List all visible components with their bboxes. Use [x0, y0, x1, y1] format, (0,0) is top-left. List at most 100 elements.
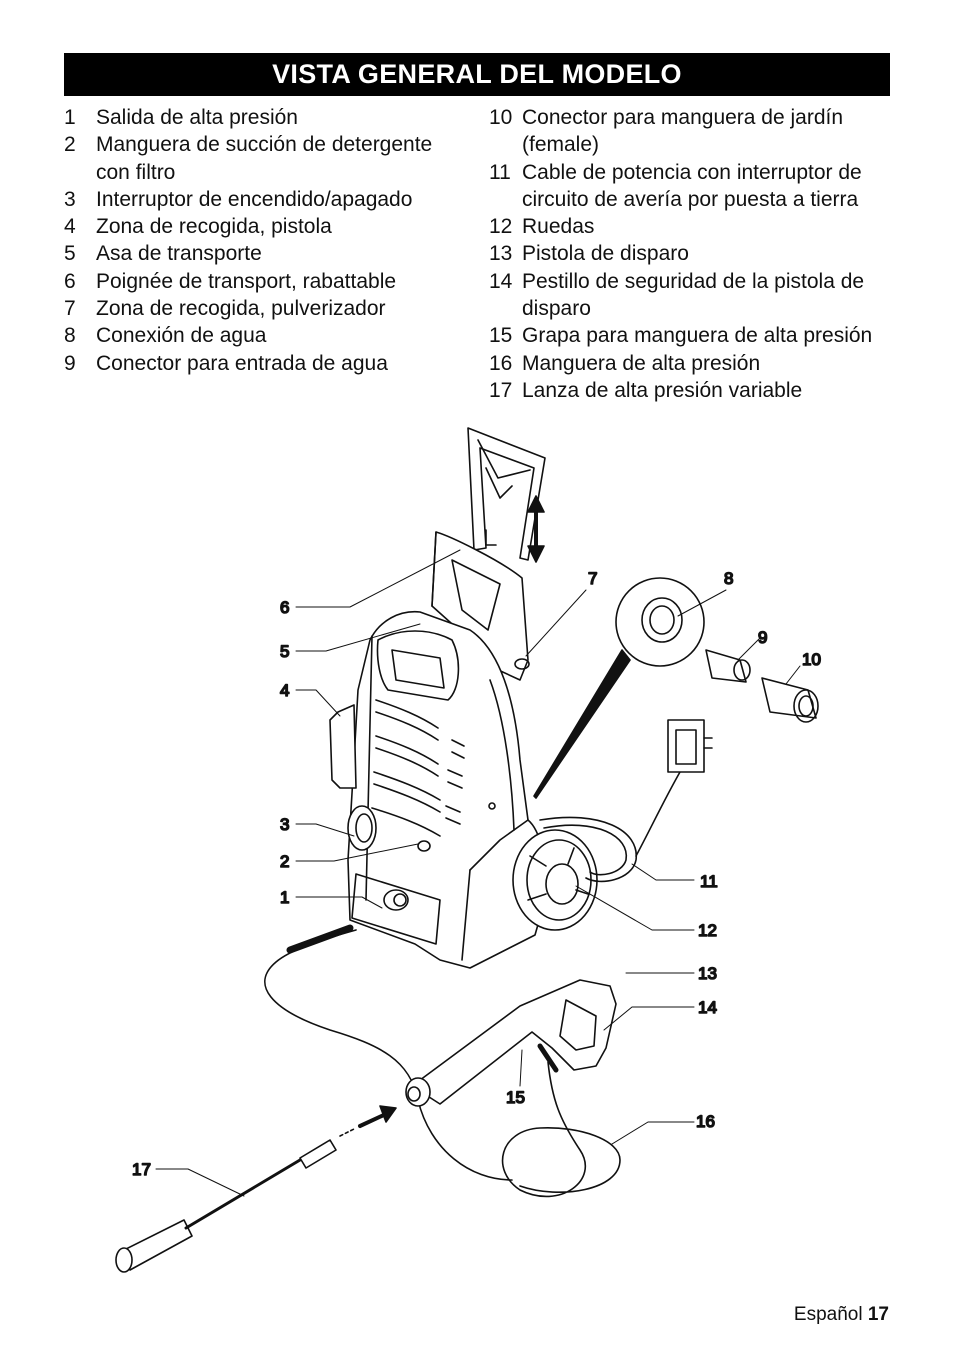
callout-9: 9 [758, 628, 767, 647]
item-text: Conexión de agua [96, 322, 474, 349]
telescopic-handle [467, 427, 546, 561]
detergent-inlet [417, 840, 431, 852]
item-number: 4 [64, 215, 76, 239]
item-number: 10 [489, 106, 513, 129]
pressure-hose [264, 924, 621, 1198]
item-line: Salida de alta presión [96, 106, 298, 129]
pressure-outlet [351, 873, 441, 945]
item-number: 12 [489, 215, 513, 239]
adjust-arrow-icon [527, 495, 545, 563]
callout-6: 6 [280, 598, 289, 617]
footer-language: Español [793, 1304, 863, 1325]
callout-leaders [155, 549, 801, 1197]
item-text: Zona de recogida, pistola [96, 213, 474, 240]
list-item: 12 Ruedas [489, 213, 899, 240]
power-cord [539, 719, 713, 883]
item-number: 8 [64, 324, 76, 348]
item-text: Manguera de succión de detergente con fil… [96, 131, 474, 186]
item-number: 15 [489, 324, 513, 348]
item-line: Pistola de disparo [522, 242, 689, 266]
item-line: con filtro [96, 160, 176, 184]
item-number: 7 [64, 297, 76, 321]
list-item: 7 Zona de recogida, pulverizador [64, 295, 474, 322]
item-number: 2 [64, 133, 76, 157]
list-item: 16 Manguera de alta presión [489, 350, 899, 377]
item-line: disparo [522, 297, 591, 321]
page-footer: Español 17 [794, 1304, 889, 1326]
list-item: 4 Zona de recogida, pistola [64, 213, 474, 240]
callout-4: 4 [280, 681, 289, 700]
item-number: 11 [489, 160, 511, 184]
item-number: 1 [64, 106, 76, 129]
callout-17: 17 [132, 1160, 151, 1179]
item-line: Pestillo de seguridad de la pistola de [522, 269, 865, 293]
item-text: Lanza de alta presión variable [522, 377, 899, 404]
list-item: 14 Pestillo de seguridad de la pistola de… [489, 268, 899, 323]
item-text: Conector para manguera de jardín (female) [522, 104, 899, 159]
callout-2: 2 [280, 852, 289, 871]
list-item: 8 Conexión de agua [64, 322, 474, 349]
item-line: Manguera de alta presión [522, 351, 761, 375]
item-line: Conexión de agua [96, 324, 267, 348]
item-line: Ruedas [522, 215, 595, 239]
item-line: circuito de avería por puesta a tierra [522, 187, 859, 211]
callout-11: 11 [700, 872, 718, 891]
item-line: Conector para entrada de agua [96, 351, 388, 375]
item-text: Poignée de transport, rabattable [96, 268, 474, 295]
item-line: Lanza de alta presión variable [522, 378, 803, 402]
water-connection-detail [514, 577, 819, 799]
item-line: (female) [522, 133, 600, 157]
item-line: Zona de recogida, pulverizador [96, 297, 386, 321]
list-item: 13 Pistola de disparo [489, 240, 899, 267]
list-item: 3 Interruptor de encendido/apagado [64, 186, 474, 213]
callout-14: 14 [698, 998, 717, 1017]
item-line: Manguera de succión de detergente [96, 133, 433, 157]
item-text: Conector para entrada de agua [96, 350, 474, 377]
item-line: Poignée de transport, rabattable [96, 269, 397, 293]
callout-7: 7 [588, 569, 597, 588]
callout-3: 3 [280, 815, 289, 834]
list-item: 5 Asa de transporte [64, 240, 474, 267]
spray-lance [115, 1139, 337, 1273]
item-number: 17 [489, 378, 513, 402]
item-number: 5 [64, 242, 76, 266]
item-number: 14 [489, 269, 513, 293]
item-text: Pistola de disparo [522, 240, 899, 267]
callout-12: 12 [698, 921, 717, 940]
callout-15: 15 [506, 1088, 525, 1107]
item-text: Pestillo de seguridad de la pistola de di… [522, 268, 899, 323]
washer-body [347, 610, 547, 969]
callout-16: 16 [696, 1112, 715, 1131]
page-title: VISTA GENERAL DEL MODELO [64, 53, 890, 96]
item-number: 16 [489, 351, 513, 375]
wheel [512, 829, 598, 931]
item-number: 3 [64, 187, 76, 211]
list-item: 9 Conector para entrada de agua [64, 350, 474, 377]
callout-10: 10 [802, 650, 821, 669]
page-number: 17 [867, 1304, 889, 1325]
callout-8: 8 [724, 569, 733, 588]
item-number: 6 [64, 269, 76, 293]
item-text: Ruedas [522, 213, 899, 240]
item-text: Zona de recogida, pulverizador [96, 295, 474, 322]
item-text: Manguera de alta presión [522, 350, 899, 377]
item-text: Interruptor de encendido/apagado [96, 186, 474, 213]
list-item: 2 Manguera de succión de detergente con fi… [64, 131, 474, 186]
callout-13: 13 [698, 964, 717, 983]
item-text: Grapa para manguera de alta presión [522, 322, 899, 349]
item-text: Asa de transporte [96, 240, 474, 267]
item-line: Conector para manguera de jardín [522, 106, 844, 129]
callout-1: 1 [280, 888, 289, 907]
power-switch [347, 805, 377, 851]
list-item: 10 Conector para manguera de jardín (femal… [489, 104, 899, 159]
parts-list-left: 1 Salida de alta presión 2 Manguera de succ… [64, 104, 474, 377]
item-number: 9 [64, 351, 76, 375]
item-line: Zona de recogida, pistola [96, 215, 332, 239]
item-number: 13 [489, 242, 513, 266]
list-item: 1 Salida de alta presión [64, 104, 474, 131]
callout-5: 5 [280, 642, 289, 661]
item-text: Salida de alta presión [96, 104, 474, 131]
